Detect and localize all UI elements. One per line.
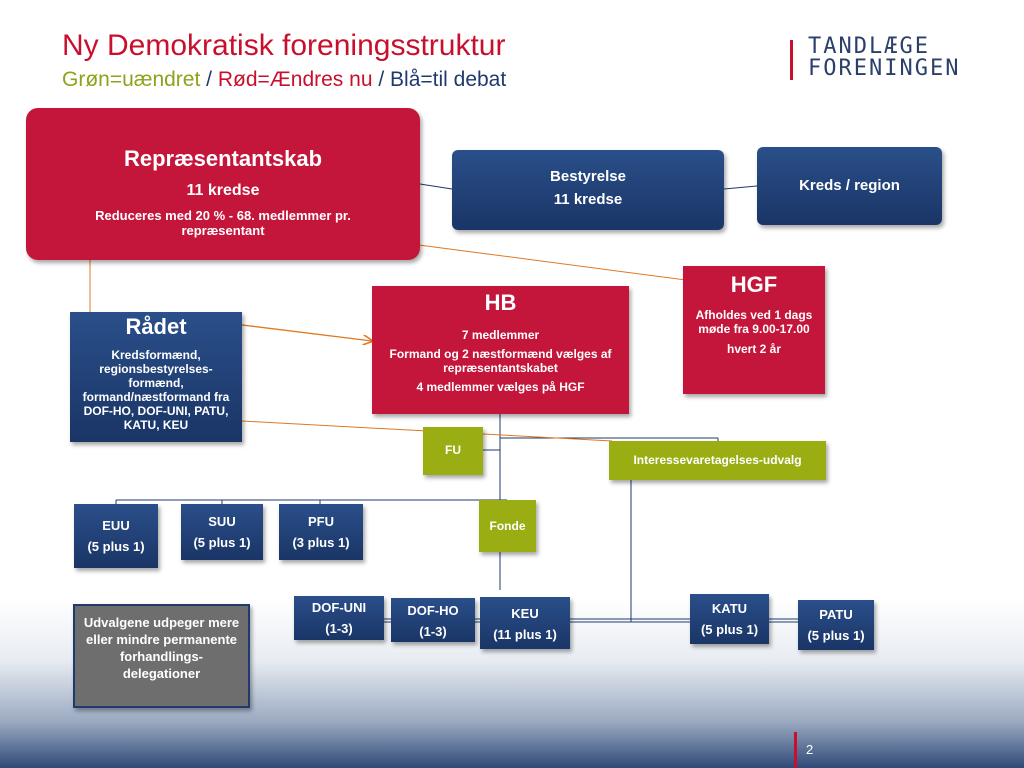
- euu-title: EUU: [102, 518, 130, 533]
- footer-bar: [794, 732, 797, 768]
- note-text: Udvalgene udpeger mere eller mindre perm…: [83, 615, 240, 681]
- bestyrelse-title: Bestyrelse: [550, 168, 626, 185]
- patu-line1: (5 plus 1): [807, 628, 865, 643]
- keu-line1: (11 plus 1): [493, 627, 557, 642]
- logo-line-1: TANDLÆGE: [808, 34, 930, 59]
- repraesentantskab-line1: 11 kredse: [186, 182, 260, 199]
- logo-line-2: FORENINGEN: [808, 56, 961, 81]
- fu-box: FU: [423, 427, 483, 475]
- fonde-title: Fonde: [489, 519, 526, 533]
- note-box: Udvalgene udpeger mere eller mindre perm…: [73, 604, 250, 708]
- kreds-region-box: Kreds / region: [757, 147, 942, 225]
- dofuni-line1: (1-3): [325, 621, 353, 636]
- pfu-line1: (3 plus 1): [292, 535, 350, 550]
- raadet-title: Rådet: [125, 314, 187, 339]
- hgf-line1: Afholdes ved 1 dags møde fra 9.00-17.00: [695, 308, 813, 336]
- legend-separator: /: [200, 68, 218, 91]
- arrow-raadet-hb: [226, 323, 372, 341]
- repraesentantskab-title: Repræsentantskab: [123, 146, 323, 171]
- hb-title: HB: [484, 290, 517, 315]
- interesse-title: Interessevaretagelses-udvalg: [633, 453, 802, 467]
- logo-bar: [790, 40, 793, 80]
- patu-box: PATU (5 plus 1): [798, 600, 874, 650]
- suu-box: SUU (5 plus 1): [181, 504, 263, 560]
- patu-title: PATU: [819, 607, 853, 622]
- hgf-line2: hvert 2 år: [726, 342, 782, 356]
- dofuni-box: DOF-UNI (1-3): [294, 596, 384, 640]
- katu-box: KATU (5 plus 1): [690, 594, 769, 644]
- color-legend: Grøn=uændret / Rød=Ændres nu / Blå=til d…: [62, 68, 506, 92]
- kreds-region-title: Kreds / region: [799, 177, 900, 194]
- dofho-box: DOF-HO (1-3): [391, 598, 475, 642]
- connector-rep-bestyrelse: [419, 183, 453, 190]
- repraesentantskab-box: Repræsentantskab 11 kredse Reduceres med…: [26, 108, 420, 260]
- connector-rep-hgf: [395, 241, 687, 281]
- euu-box: EUU (5 plus 1): [74, 504, 158, 568]
- bestyrelse-box: Bestyrelse 11 kredse: [452, 150, 724, 230]
- pfu-title: PFU: [308, 514, 334, 529]
- legend-separator: /: [372, 68, 391, 91]
- repraesentantskab-line2: Reduceres med 20 % - 68. medlemmer pr. r…: [95, 208, 351, 238]
- hgf-title: HGF: [730, 272, 778, 297]
- katu-line1: (5 plus 1): [700, 622, 759, 637]
- connector-bestyrelse-kreds: [723, 185, 758, 190]
- interesse-box: Interessevaretagelses-udvalg: [609, 441, 826, 480]
- katu-title: KATU: [711, 601, 748, 616]
- suu-title: SUU: [208, 514, 236, 529]
- raadet-box: Rådet Kredsformænd, regionsbestyrelses-f…: [70, 312, 242, 442]
- legend-blue: Blå=til debat: [390, 68, 507, 91]
- organization-logo: TANDLÆGE FORENINGEN: [790, 36, 990, 84]
- hb-line3: 4 medlemmer vælges på HGF: [416, 380, 585, 394]
- keu-box: KEU (11 plus 1): [480, 597, 570, 649]
- hb-line2: Formand og 2 næstformænd vælges af repræ…: [389, 347, 612, 375]
- hb-box: HB 7 medlemmer Formand og 2 næstformænd …: [372, 286, 629, 414]
- raadet-line1: Kredsformænd, regionsbestyrelses-formænd…: [82, 348, 230, 432]
- dofho-line1: (1-3): [419, 624, 447, 639]
- dofho-title: DOF-HO: [407, 603, 459, 618]
- slide-title: Ny Demokratisk foreningsstruktur: [62, 29, 506, 62]
- legend-red: Rød=Ændres nu: [217, 68, 373, 91]
- pfu-box: PFU (3 plus 1): [279, 504, 363, 560]
- euu-line1: (5 plus 1): [87, 539, 145, 554]
- legend-green: Grøn=uændret: [62, 68, 201, 91]
- fonde-box: Fonde: [479, 500, 536, 552]
- keu-title: KEU: [511, 606, 539, 621]
- hb-line1: 7 medlemmer: [461, 328, 540, 342]
- bestyrelse-line1: 11 kredse: [553, 191, 623, 208]
- fu-title: FU: [445, 443, 461, 457]
- suu-line1: (5 plus 1): [193, 535, 251, 550]
- hgf-box: HGF Afholdes ved 1 dags møde fra 9.00-17…: [683, 266, 825, 394]
- page-number: 2: [806, 742, 814, 757]
- dofuni-title: DOF-UNI: [311, 600, 367, 615]
